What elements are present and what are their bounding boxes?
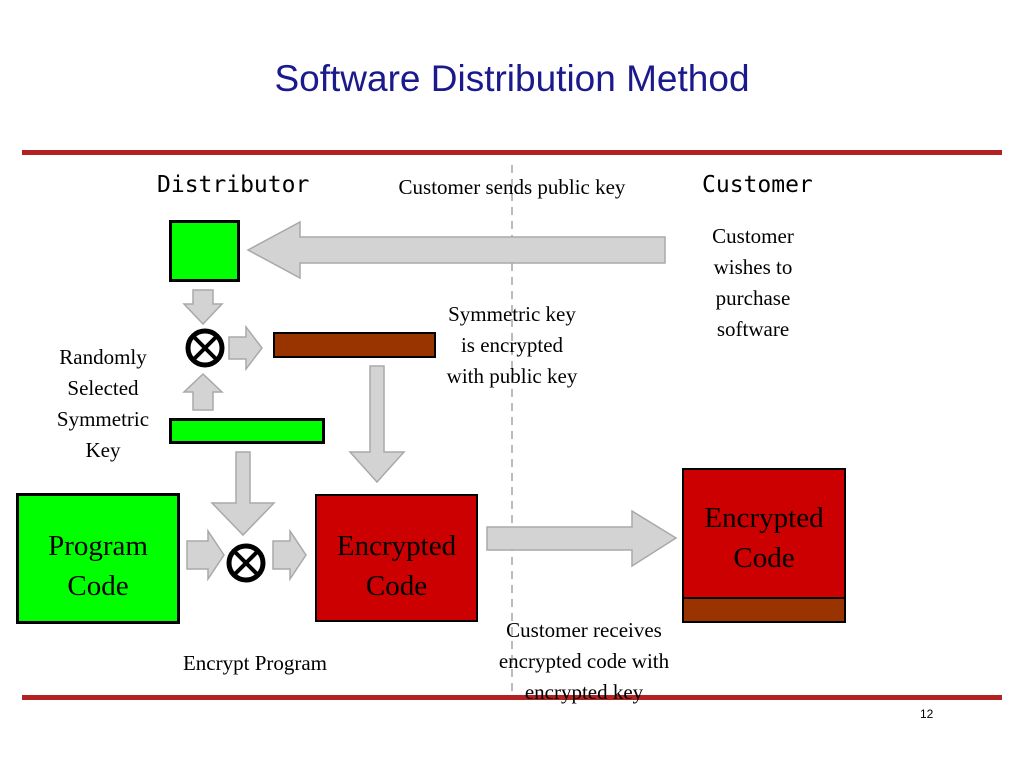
down-arrow-to-xor: [182, 289, 224, 326]
arrow-program-to-xor: [186, 528, 225, 582]
program-code-label: Program Code: [48, 530, 148, 602]
encrypted-code-label-customer: Encrypted Code: [704, 502, 824, 574]
top-divider: [22, 150, 1002, 155]
encrypt-program-text: Encrypt Program: [182, 651, 328, 675]
public-key-box: [169, 220, 240, 282]
customer-receives-text: Customer receives encrypted code with en…: [498, 618, 670, 704]
customer-wishes-text: Customer wishes to purchase software: [712, 224, 794, 341]
down-arrow-to-lower-xor: [210, 451, 276, 537]
symmetric-key-bar: [169, 418, 325, 444]
xor-operator-icon: [185, 328, 225, 368]
encrypted-key-bar: [273, 332, 436, 358]
arrow-xor-to-key: [228, 324, 263, 372]
encrypted-code-box-distributor: Encrypted Code: [315, 494, 478, 622]
customer-label: Customer: [702, 172, 813, 198]
distributor-label: Distributor: [157, 172, 310, 198]
page-number: 12: [920, 707, 934, 721]
down-arrow-to-encrypted-code: [348, 365, 406, 484]
xor-operator-icon: [226, 543, 266, 583]
send-encrypted-arrow: [486, 509, 678, 568]
program-code-box: Program Code: [16, 493, 180, 624]
up-arrow-to-xor: [182, 372, 224, 411]
arrow-xor-to-encrypted: [272, 528, 307, 582]
encrypted-code-label-distributor: Encrypted Code: [336, 530, 457, 602]
public-key-arrow: [246, 220, 666, 280]
customer-encrypted-key-bar: [682, 597, 846, 623]
customer-sends-key-text: Customer sends public key: [398, 175, 626, 199]
encrypted-code-box-customer: Encrypted Code: [682, 468, 846, 599]
random-key-text: Randomly Selected Symmetric Key: [56, 345, 150, 462]
symmetric-encrypted-text: Symmetric key is encrypted with public k…: [446, 302, 578, 388]
slide-title: Software Distribution Method: [274, 58, 750, 99]
bottom-divider: [22, 695, 1002, 700]
